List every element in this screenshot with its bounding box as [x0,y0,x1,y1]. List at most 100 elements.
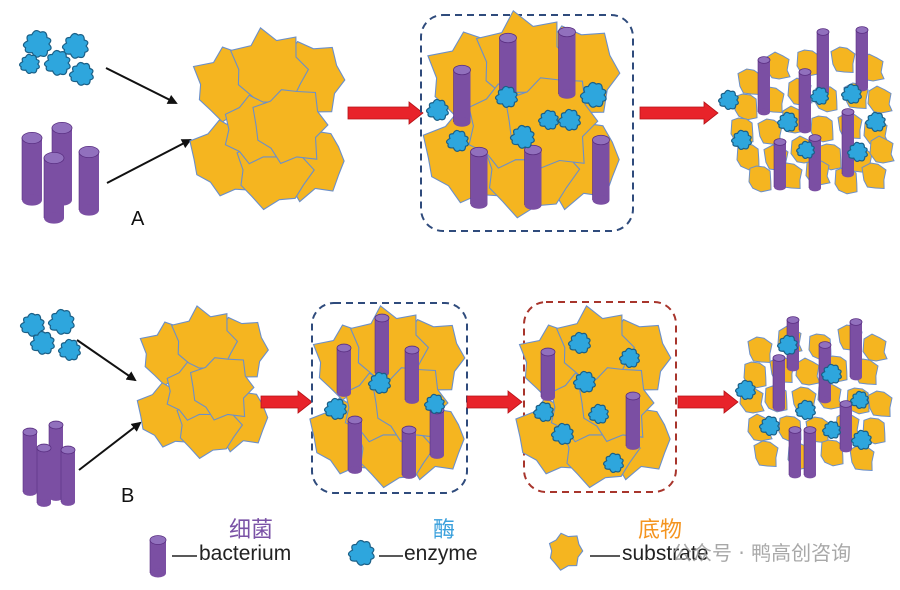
bacterium-icon [788,426,802,479]
enzyme-icon [776,111,798,133]
process-arrow [260,390,313,414]
enzyme-icon [734,379,756,401]
mixed-stage-b1 [309,305,466,489]
bacterium-icon [429,405,445,459]
legend [149,532,620,578]
enzyme-icon [29,330,55,355]
bacterium-icon [60,445,76,506]
bacterium-icon [524,144,542,210]
enzyme-icon [717,89,739,111]
bacterium-icon [798,68,812,134]
enzyme-icon [810,86,829,106]
bacterium-icon [374,313,390,377]
bacterium-icon [772,354,786,412]
panel-a-label: A [131,208,145,230]
bacterium-icon [855,26,869,92]
bacterium-icon [453,64,471,127]
input-arrow [105,67,178,104]
substrate-cluster-a2 [422,9,621,219]
bacterium-icon [757,56,771,116]
substrate-piece [795,357,821,386]
enzyme-icon [347,539,375,566]
enzyme-icon [846,141,868,163]
enzyme-icon [579,81,607,108]
enzyme-icon [557,108,581,131]
legend-substrate-en: substrate [622,542,709,565]
substrate-piece [867,85,893,114]
legend-bacterium-en: bacterium [199,542,292,565]
enzyme-icon [730,129,752,151]
enzyme-icon [567,331,591,354]
enzyme-icon [423,393,445,415]
enzyme-icon [864,111,886,133]
enzyme-icon [425,98,449,121]
enzyme-icon [47,308,75,335]
bacterium-icon [773,138,787,191]
substrate-piece [820,439,844,467]
input-arrow [76,339,137,382]
panel-b-label: B [121,485,135,507]
enzyme-icon [550,422,574,445]
bacterium-icon [36,443,52,507]
bacterium-icon [849,318,863,381]
stage-box-b2 [523,301,677,493]
enzyme-icon [796,140,815,160]
bacterium-icon [78,145,100,216]
enzyme-icon [43,49,71,76]
enzyme-icon [840,83,862,105]
substrate-cluster-a [189,27,346,211]
enzyme-icon [22,29,52,58]
substrate-cluster-b [136,305,269,460]
enzyme-icon [794,399,816,421]
legend-enzyme-cn: 酶 [433,518,456,543]
enzyme-cluster-a [18,29,94,86]
enzyme-icon [57,338,81,361]
enzyme-icon [572,370,596,393]
bacterium-icon [803,426,817,479]
enzyme-icon [602,452,624,474]
enzyme-icon [822,420,841,440]
legend-enzyme-en: enzyme [404,542,478,565]
bacterium-icon [347,415,363,474]
legend-substrate-cn: 底物 [638,518,683,543]
enzyme-icon [494,85,518,108]
process-arrow [639,101,719,125]
substrate-piece [862,333,888,362]
process-arrow [677,390,739,414]
bacterium-icon [21,131,43,206]
bacterium-icon [592,134,610,205]
bacterium-icon [540,347,556,401]
substrate-piece [869,135,895,164]
enzyme-icon [18,53,40,75]
enzyme-icon [68,61,94,86]
enzyme-icon [61,32,89,59]
bacterium-icon [401,425,417,479]
bacterium-cluster-a [21,122,100,224]
enzyme-icon [758,415,780,437]
product-scatter-a [717,26,895,195]
enzyme-icon [537,109,559,131]
mixed-stage-a [422,9,621,219]
substrate-shape [189,357,255,421]
bacterium-icon [816,28,830,96]
process-row-a [18,9,895,232]
stage-box-a [420,14,634,232]
mixed-stage-b2 [515,305,672,489]
enzyme-icon [618,347,640,369]
legend-bacterium-cn: 细菌 [229,518,274,543]
substrate-piece [861,162,887,190]
bacterium-icon [841,108,855,178]
watermark-text: 公众号 · 鸭高创咨询 [672,541,852,565]
input-arrow [78,421,142,471]
substrate-piece [753,440,779,468]
bacterium-icon [839,400,853,453]
enzyme-cluster-b [19,308,81,361]
bacterium-icon [625,391,641,450]
enzyme-icon [509,124,535,149]
legend-substrate-icon [548,532,584,571]
enzyme-icon [323,397,347,420]
input-arrow [106,139,192,184]
substrate-piece [734,93,758,121]
enzyme-icon [587,403,609,425]
